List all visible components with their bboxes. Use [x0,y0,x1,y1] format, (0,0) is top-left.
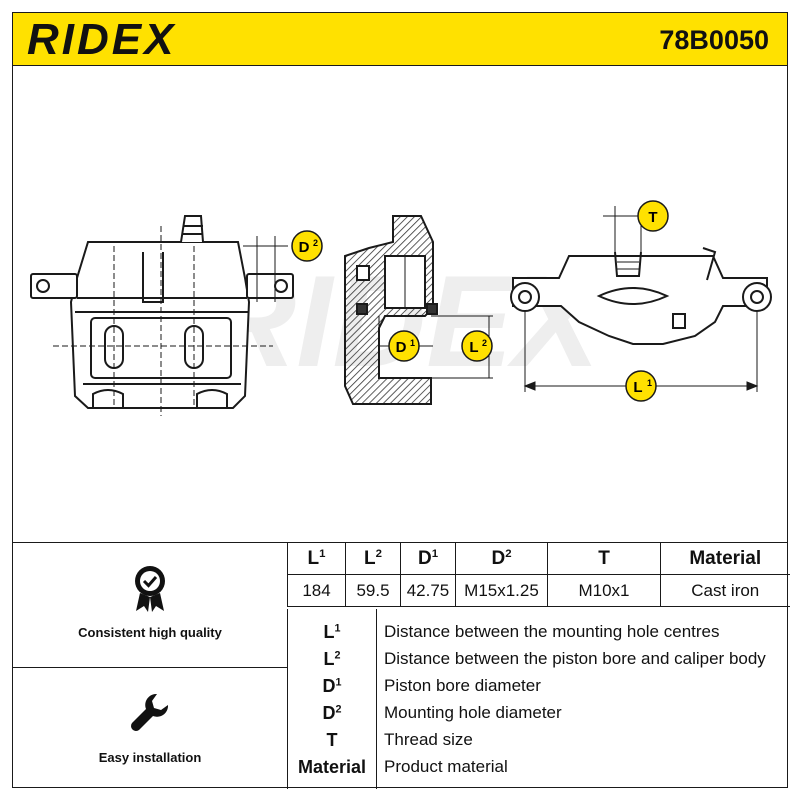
spec-value-material: Cast iron [660,574,790,607]
svg-text:T: T [648,209,657,226]
svg-text:L: L [633,379,642,396]
brand-logo: RIDEX [27,15,177,64]
legend-code: D1 [322,676,342,696]
legend-code: L2 [323,649,341,669]
legend-row: D1 Piston bore diameter [288,673,789,699]
legend-desc: Distance between the mounting hole centr… [384,622,720,641]
legend-code: Material [297,757,367,777]
feature-installation-label: Easy installation [98,750,202,765]
spec-header-l1: L1 [287,543,346,575]
legend-desc: Thread size [384,730,473,749]
svg-text:D: D [396,339,407,356]
feature-installation: Easy installation [13,667,287,788]
caliper-section-view [344,215,493,405]
svg-text:1: 1 [647,378,652,388]
spec-value-l1: 184 [287,574,346,607]
spec-panel: Consistent high quality Easy installatio… [12,542,790,789]
legend-row: D2 Mounting hole diameter [288,700,789,726]
callout-d2: D 2 [291,230,323,262]
legend-desc: Distance between the piston bore and cal… [384,649,766,668]
legend-code: T [326,730,338,750]
spec-header-d2: D2 [455,543,548,575]
part-number: 78B0050 [659,25,769,55]
legend-row: L2 Distance between the piston bore and … [288,646,789,672]
legend-desc: Piston bore diameter [384,676,541,695]
spec-value-d1: 42.75 [400,574,456,607]
spec-header-row: L1 L2 D1 D2 T Material [287,543,790,575]
legend-code: D2 [322,703,342,723]
feature-quality-label: Consistent high quality [78,625,222,640]
callout-l1: L 1 [625,370,657,402]
callout-d1: D 1 [388,330,420,362]
dimension-legend: L1 Distance between the mounting hole ce… [287,609,789,789]
legend-row: Material Product material [288,754,789,780]
legend-row: T Thread size [288,727,789,753]
spec-header-d1: D1 [400,543,456,575]
callout-l2: L 2 [461,330,493,362]
spec-table: L1 L2 D1 D2 T Material 184 59.5 42.75 M1… [287,543,790,607]
svg-text:2: 2 [313,238,318,248]
technical-drawing: RIDEX [12,66,788,542]
spec-value-row: 184 59.5 42.75 M15x1.25 M10x1 Cast iron [287,574,790,607]
caliper-drawing-svg: RIDEX [30,200,772,416]
svg-text:1: 1 [410,338,415,348]
spec-value-t: M10x1 [547,574,661,607]
legend-desc: Mounting hole diameter [384,703,562,722]
svg-text:D: D [299,239,310,256]
legend-row: L1 Distance between the mounting hole ce… [288,619,789,645]
wrench-icon [131,693,169,731]
spec-value-l2: 59.5 [345,574,401,607]
feature-quality: Consistent high quality [13,563,287,663]
caliper-front-view [30,215,294,416]
header-bar: RIDEX 78B0050 [12,12,788,66]
callout-t: T [637,200,669,232]
legend-desc: Product material [384,757,508,776]
spec-header-l2: L2 [345,543,401,575]
spec-value-d2: M15x1.25 [455,574,548,607]
svg-text:2: 2 [482,338,487,348]
spec-header-material: Material [660,543,790,575]
svg-text:L: L [469,339,478,356]
legend-code: L1 [323,622,341,642]
quality-badge-icon [135,566,165,612]
spec-header-t: T [547,543,661,575]
caliper-top-view [510,206,772,392]
